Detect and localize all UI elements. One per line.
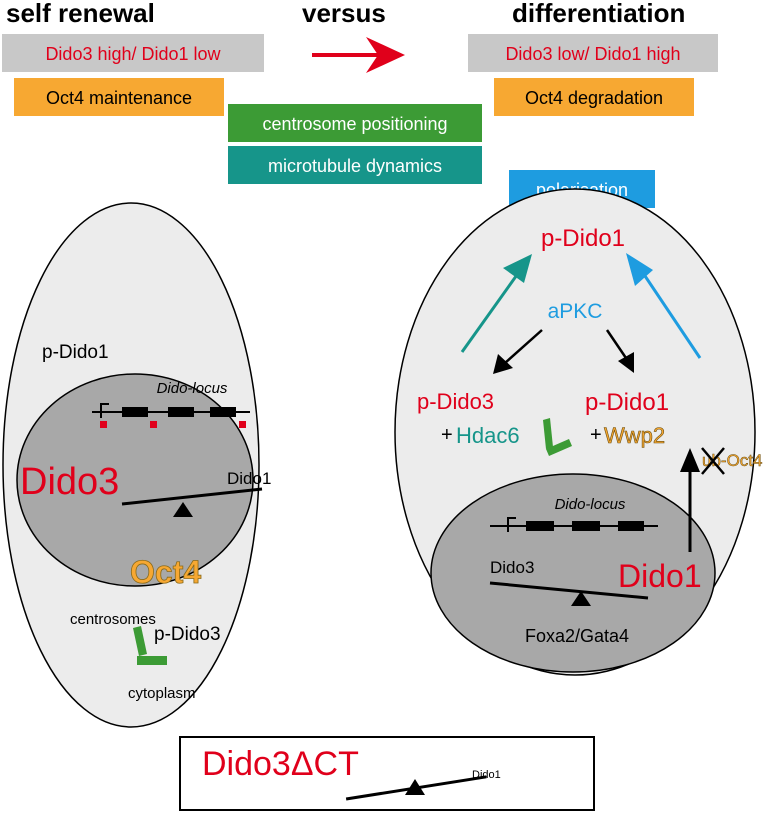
right-balance-scale [489, 581, 649, 606]
right-oct4-label: Oct4 degradation [525, 88, 663, 108]
left-locus-label: Dido-locus [157, 380, 228, 397]
right-foxa2-label: Foxa2/Gata4 [525, 626, 629, 646]
left-dido3-label: Dido3 [20, 461, 119, 503]
left-oct4-label-nucleus: Oct4 [130, 554, 201, 590]
dido3ct-label: Dido3ΔCT [202, 745, 359, 783]
dido3ct-box [179, 736, 595, 811]
left-ratio-box [2, 34, 264, 72]
microtubule-box [228, 146, 482, 184]
left-cytoplasm-label: cytoplasm [128, 685, 196, 702]
right-dido1-label: Dido1 [618, 558, 702, 594]
left-centrosomes-label: centrosomes [70, 611, 156, 628]
left-nucleus [16, 373, 254, 587]
right-centrosome-icon [543, 418, 572, 456]
left-dido1-label: Dido1 [227, 469, 271, 488]
ub-oct4-cross-icon [701, 447, 725, 475]
dido1-to-ub-oct4-arrow [680, 448, 700, 552]
right-dido3-label: Dido3 [490, 558, 534, 577]
right-gene-locus [490, 517, 658, 532]
left-p-dido1: p-Dido1 [42, 342, 109, 363]
right-p-dido1-top: p-Dido1 [541, 225, 625, 252]
right-ratio-label: Dido3 low/ Dido1 high [505, 44, 680, 64]
left-centrosome-icon [133, 626, 167, 665]
right-hdac6-label: Hdac6 [456, 423, 520, 448]
right-wwp2-label: Wwp2 [604, 423, 665, 448]
left-oct4-label: Oct4 maintenance [46, 88, 192, 108]
apkc-arrow-right [605, 329, 634, 373]
right-oct4-box [494, 78, 694, 116]
right-wwp2-plus: + [590, 424, 602, 446]
right-p-dido3-label: p-Dido3 [417, 389, 494, 414]
versus-arrow [312, 37, 405, 73]
left-p-dido3-label: p-Dido3 [154, 624, 221, 645]
title-self-renewal: self renewal [6, 0, 155, 28]
dido3ct-balance-scale [345, 775, 487, 801]
title-differentiation: differentiation [512, 0, 685, 28]
right-hdac6-plus: + [441, 424, 453, 446]
left-oct4-box [14, 78, 224, 116]
blue-arrow-to-pdido1 [626, 253, 702, 359]
title-versus: versus [302, 0, 386, 28]
centrosome-box [228, 104, 482, 142]
apkc-arrow-left [493, 329, 543, 374]
centrosome-label: centrosome positioning [262, 114, 447, 134]
right-ratio-box [468, 34, 718, 72]
microtubule-label: microtubule dynamics [268, 156, 442, 176]
left-ratio-label: Dido3 high/ Dido1 low [45, 44, 221, 64]
right-locus-label: Dido-locus [555, 496, 626, 513]
right-p-dido1-mid: p-Dido1 [585, 389, 669, 416]
left-gene-locus [92, 403, 250, 428]
left-balance-scale [121, 487, 263, 517]
teal-arrow-to-pdido1 [460, 254, 532, 353]
right-apkc-label: aPKC [548, 300, 603, 323]
